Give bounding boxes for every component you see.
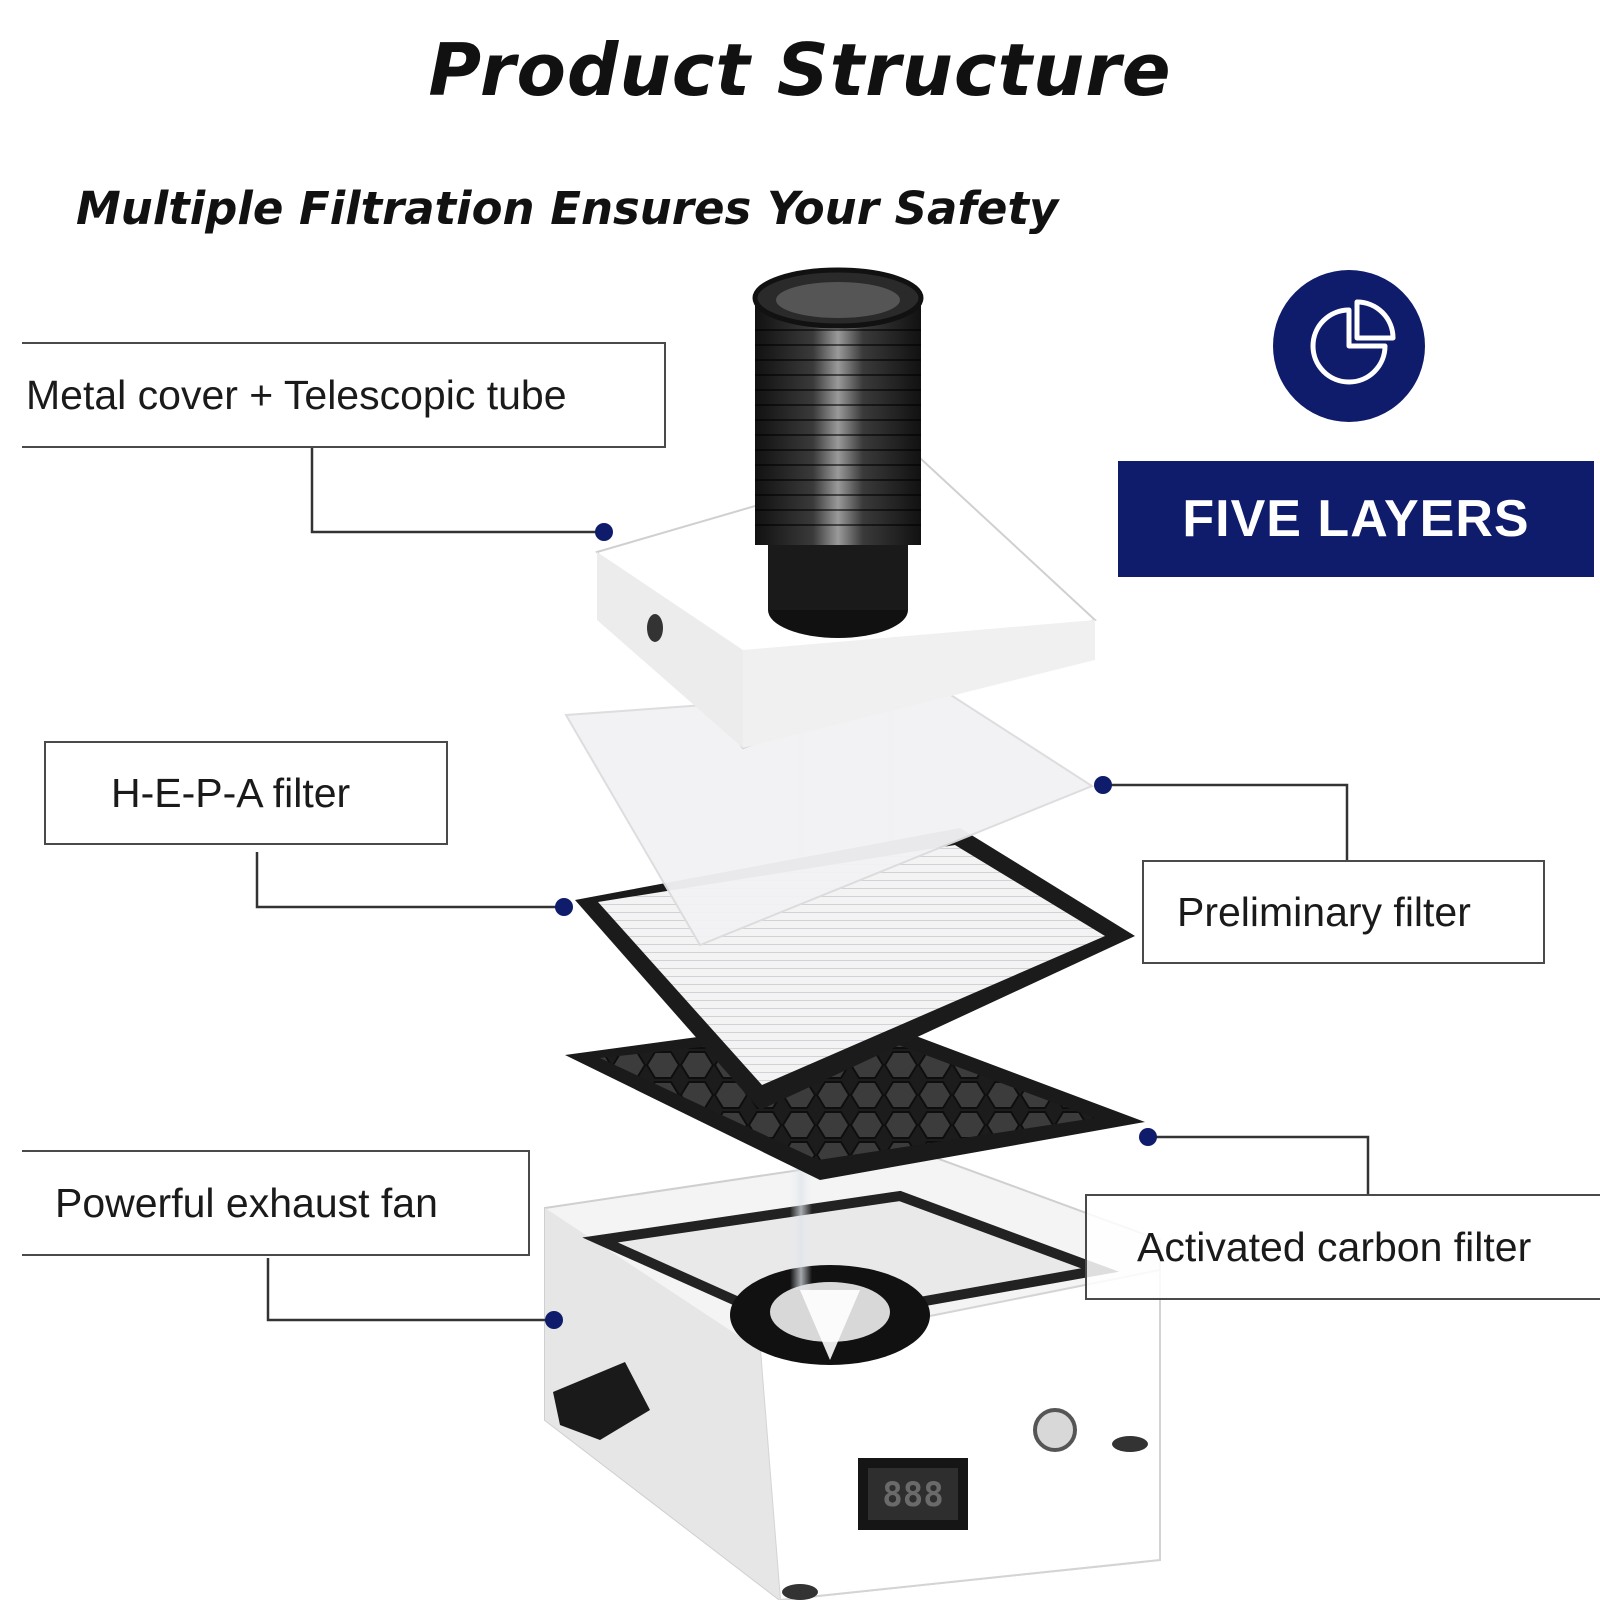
side-clip — [553, 1362, 650, 1440]
callout-exhaust-fan-label: Powerful exhaust fan — [55, 1179, 438, 1226]
display-readout: 888 — [882, 1475, 943, 1515]
callout-preliminary-filter: Preliminary filter — [1142, 860, 1545, 964]
exhaust-fan — [730, 1265, 930, 1365]
digital-display: 888 — [858, 1458, 968, 1530]
callout-preliminary-filter-label: Preliminary filter — [1177, 888, 1471, 935]
pie-chart-icon — [1310, 299, 1396, 385]
callout-connectors — [255, 448, 1370, 1322]
callout-hepa-filter-label: H-E-P-A filter — [111, 769, 351, 816]
callout-carbon-filter-label: Activated carbon filter — [1137, 1223, 1532, 1270]
callout-hepa-filter: H-E-P-A filter — [44, 741, 448, 845]
fan-base: 888 — [544, 1150, 1161, 1600]
telescopic-tube — [752, 267, 924, 638]
page-subtitle: Multiple Filtration Ensures Your Safety — [76, 182, 1059, 235]
callout-exhaust-fan: Powerful exhaust fan — [22, 1150, 530, 1256]
page-title: Product Structure — [428, 28, 1172, 112]
five-layers-label: FIVE LAYERS — [1118, 461, 1594, 577]
callout-dots — [545, 523, 1157, 1329]
callout-metal-cover-label: Metal cover + Telescopic tube — [26, 371, 567, 418]
callout-carbon-filter: Activated carbon filter — [1085, 1194, 1600, 1300]
callout-metal-cover: Metal cover + Telescopic tube — [22, 342, 666, 448]
five-layers-badge-circle — [1273, 270, 1425, 422]
speed-knob — [1033, 1408, 1077, 1452]
